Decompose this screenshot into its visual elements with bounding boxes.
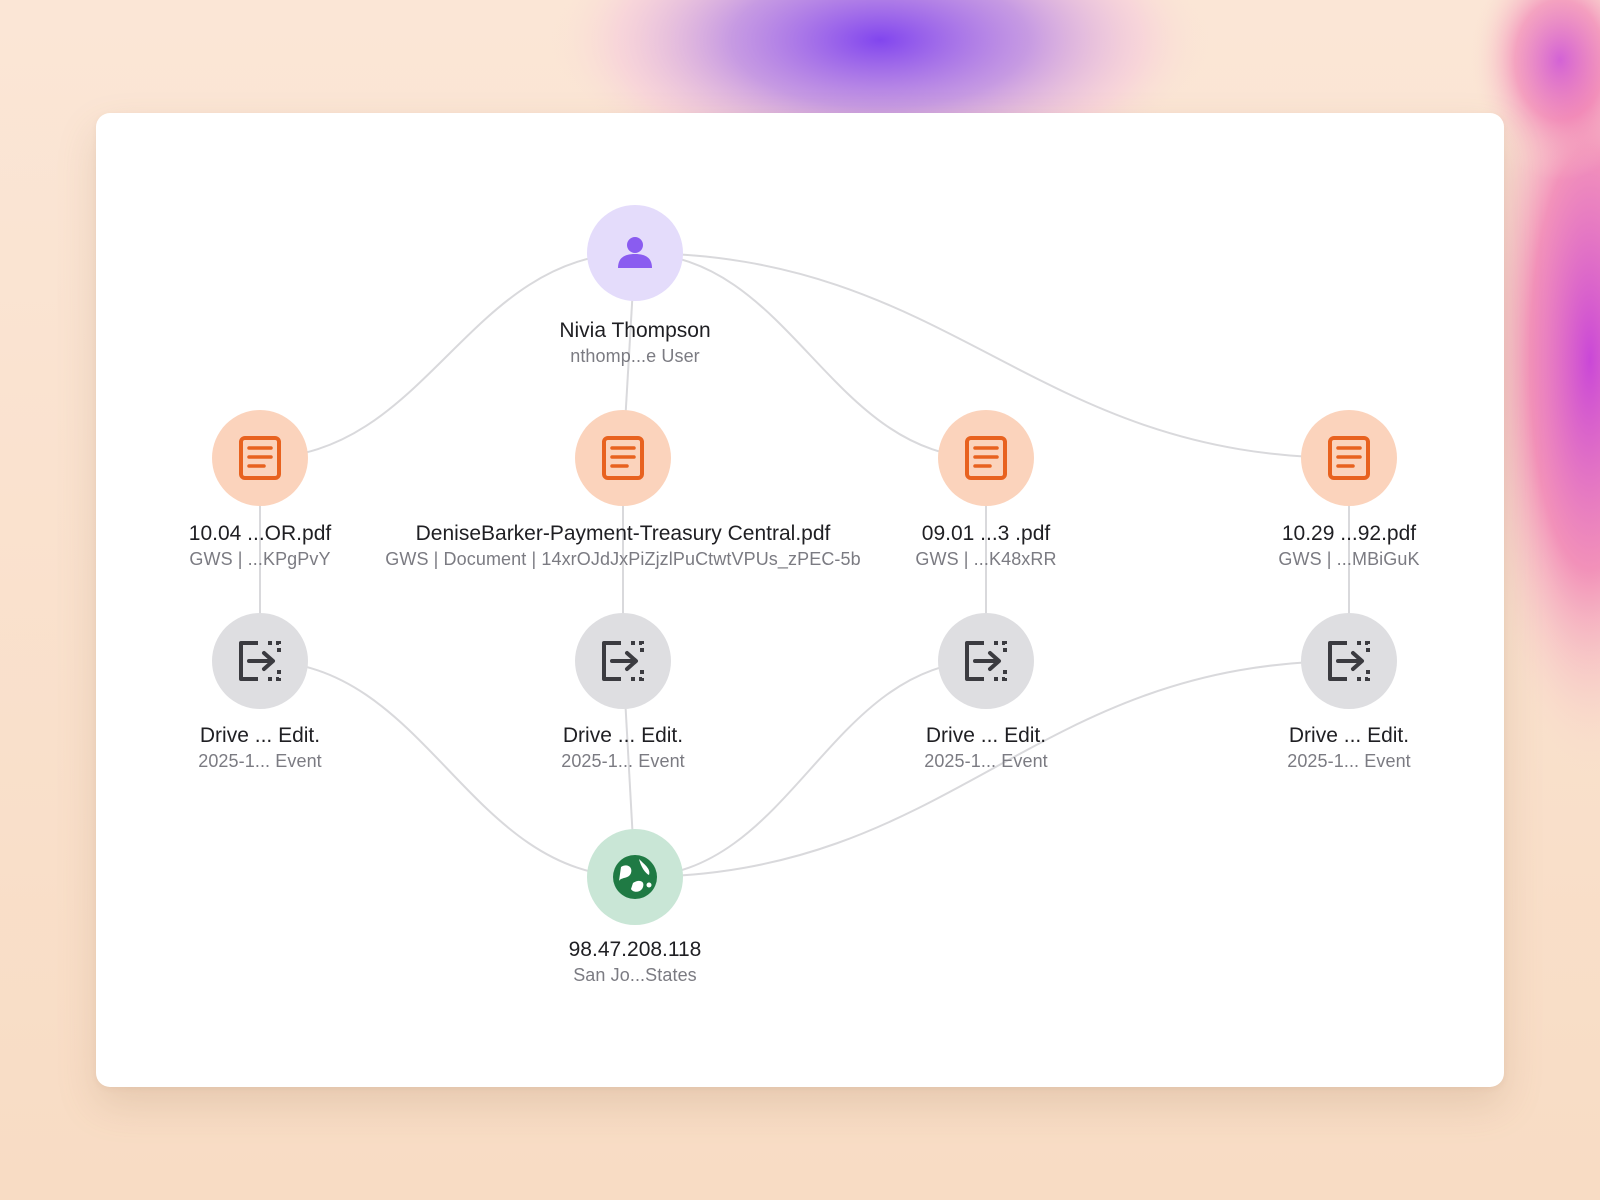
file-transfer-icon (965, 641, 1007, 681)
document-icon (602, 436, 644, 480)
edge-user-doc4 (634, 252, 1350, 459)
node-title: DeniseBarker-Payment-Treasury Central.pd… (415, 522, 831, 545)
edge-user-doc3 (634, 252, 987, 459)
node-subtitle: 2025-1... Event (924, 751, 1048, 771)
relationship-graph (212, 205, 1397, 925)
node-subtitle: 2025-1... Event (1287, 751, 1411, 771)
node-title: Drive ... Edit. (1288, 724, 1410, 747)
graph-nodes (212, 205, 1397, 925)
node-title: 10.04 ...OR.pdf (188, 522, 332, 545)
node-subtitle: GWS | ...MBiGuK (1278, 549, 1420, 569)
node-subtitle: GWS | Document | 14xrOJdJxPiZjzlPuCtwtVP… (385, 549, 861, 569)
user-node-label[interactable]: Nivia Thompson nthomp...e User (559, 318, 710, 368)
person-icon (618, 237, 652, 268)
event-node-label[interactable]: Drive ... Edit. 2025-1... Event (561, 723, 685, 773)
node-subtitle: San Jo...States (573, 965, 697, 985)
event-node-ev3[interactable] (938, 613, 1034, 709)
ip-node-ip[interactable] (587, 829, 683, 925)
graph-card: Nivia Thompson nthomp...e User 10.04 ...OR… (96, 113, 1504, 1087)
document-node-label[interactable]: DeniseBarker-Payment-Treasury Central.pd… (385, 521, 860, 571)
event-node-label[interactable]: Drive ... Edit. 2025-1... Event (198, 723, 322, 773)
node-subtitle: GWS | ...KPgPvY (189, 549, 331, 569)
event-node-label[interactable]: Drive ... Edit. 2025-1... Event (1287, 723, 1411, 773)
event-node-ev1[interactable] (212, 613, 308, 709)
node-title: Nivia Thompson (559, 319, 711, 342)
node-subtitle: GWS | ...K48xRR (915, 549, 1057, 569)
node-title: Drive ... Edit. (199, 724, 321, 747)
document-icon (239, 436, 281, 480)
edge-ev3-ip (634, 660, 987, 878)
node-subtitle: 2025-1... Event (198, 751, 322, 771)
document-node-doc4[interactable] (1301, 410, 1397, 506)
document-icon (1328, 436, 1370, 480)
node-subtitle: 2025-1... Event (561, 751, 685, 771)
node-title: 10.29 ...92.pdf (1281, 522, 1417, 545)
node-title: Drive ... Edit. (925, 724, 1047, 747)
document-icon (965, 436, 1007, 480)
file-transfer-icon (239, 641, 281, 681)
document-node-doc1[interactable] (212, 410, 308, 506)
user-node-user[interactable] (587, 205, 683, 301)
node-title: 98.47.208.118 (568, 938, 702, 961)
event-node-label[interactable]: Drive ... Edit. 2025-1... Event (924, 723, 1048, 773)
edge-ev1-ip (259, 660, 636, 878)
node-title: Drive ... Edit. (562, 724, 684, 747)
document-node-doc3[interactable] (938, 410, 1034, 506)
file-transfer-icon (602, 641, 644, 681)
edge-user-doc1 (259, 252, 636, 459)
edge-ev4-ip (634, 660, 1350, 878)
globe-icon (613, 855, 657, 899)
node-subtitle: nthomp...e User (570, 346, 700, 366)
event-node-ev4[interactable] (1301, 613, 1397, 709)
node-title: 09.01 ...3 .pdf (921, 522, 1051, 545)
document-node-doc2[interactable] (575, 410, 671, 506)
event-node-ev2[interactable] (575, 613, 671, 709)
file-transfer-icon (1328, 641, 1370, 681)
